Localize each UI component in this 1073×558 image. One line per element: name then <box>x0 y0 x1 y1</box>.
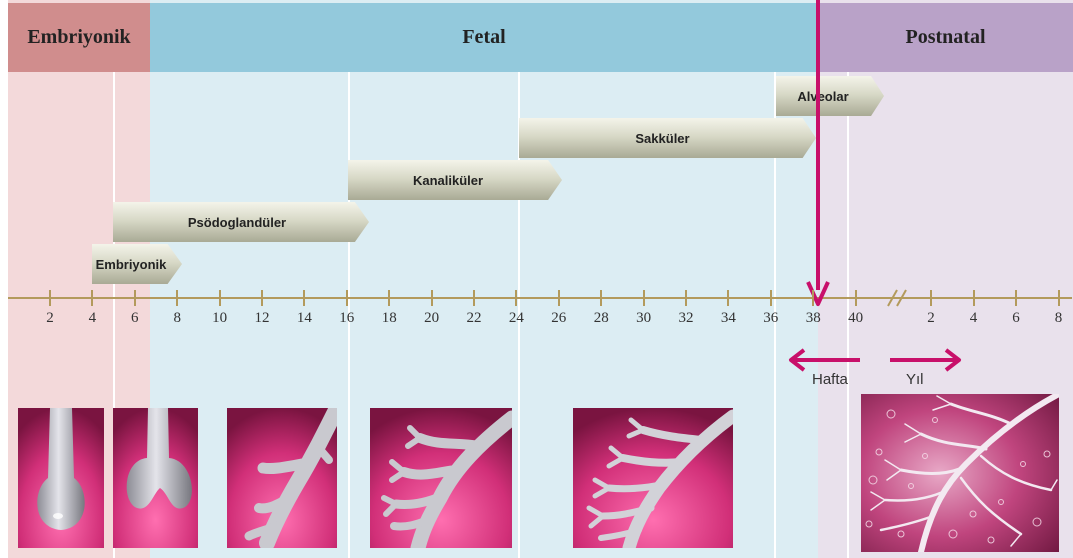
stage-kanalikuler: Kanaliküler <box>348 160 562 200</box>
axis-break-icon <box>884 286 912 310</box>
axis-tick-label: 40 <box>841 310 871 327</box>
axis-tick-label: 34 <box>713 310 743 327</box>
axis-tick <box>1058 290 1060 306</box>
stage-psodoglanduler: Psödoglandüler <box>113 202 369 242</box>
axis-tick-label: 2 <box>35 310 65 327</box>
fetal-period-header: Fetal <box>150 3 818 72</box>
axis-tick-label: 8 <box>1044 310 1073 327</box>
axis-tick-label: 16 <box>332 310 362 327</box>
stage-sakkuler: Sakküler <box>519 118 816 158</box>
embryonic-period-header: Embriyonik <box>8 3 150 72</box>
stage-embriyonik: Embriyonik <box>92 244 182 284</box>
stage-label: Embriyonik <box>96 257 167 272</box>
weeks-direction-arrow-icon <box>786 348 862 372</box>
axis-tick-label: 2 <box>916 310 946 327</box>
canalicular-branching-icon <box>370 408 512 548</box>
axis-tick-label: 28 <box>586 310 616 327</box>
stage-alveolar: Alveolar <box>776 76 884 116</box>
axis-tick <box>303 290 305 306</box>
axis-tick <box>431 290 433 306</box>
stage-label: Sakküler <box>635 131 689 146</box>
axis-tick-label: 20 <box>417 310 447 327</box>
axis-tick-label: 12 <box>247 310 277 327</box>
postnatal-period-label: Postnatal <box>906 26 986 49</box>
axis-tick <box>134 290 136 306</box>
birth-marker-arrow <box>806 0 830 312</box>
years-direction-arrow-icon <box>888 348 964 372</box>
axis-tick-label: 8 <box>162 310 192 327</box>
axis-tick <box>473 290 475 306</box>
axis-tick <box>812 290 814 306</box>
axis-tick <box>855 290 857 306</box>
axis-tick <box>600 290 602 306</box>
time-axis <box>8 297 1072 299</box>
axis-tick <box>91 290 93 306</box>
axis-tick-label: 14 <box>289 310 319 327</box>
axis-tick <box>770 290 772 306</box>
axis-tick-label: 18 <box>374 310 404 327</box>
axis-tick <box>346 290 348 306</box>
weeks-label: Hafta <box>812 371 848 388</box>
axis-tick-label: 24 <box>501 310 531 327</box>
pseudoglandular-branching-icon <box>227 408 337 548</box>
axis-tick-label: 22 <box>459 310 489 327</box>
axis-tick <box>388 290 390 306</box>
axis-tick <box>219 290 221 306</box>
axis-tick-label: 6 <box>120 310 150 327</box>
axis-tick <box>261 290 263 306</box>
lung-bifurcation-icon <box>113 408 198 548</box>
axis-tick-label: 10 <box>205 310 235 327</box>
lung-bud-icon <box>18 408 104 548</box>
axis-tick <box>49 290 51 306</box>
axis-tick-label: 38 <box>798 310 828 327</box>
axis-tick-label: 4 <box>959 310 989 327</box>
axis-tick <box>515 290 517 306</box>
stage-label: Kanaliküler <box>413 173 483 188</box>
axis-tick <box>973 290 975 306</box>
axis-tick-label: 4 <box>77 310 107 327</box>
axis-tick-label: 36 <box>756 310 786 327</box>
embryonic-period-label: Embriyonik <box>27 26 130 49</box>
stage-label: Psödoglandüler <box>188 215 286 230</box>
axis-tick <box>643 290 645 306</box>
years-label: Yıl <box>906 371 924 388</box>
axis-tick <box>1015 290 1017 306</box>
axis-tick <box>176 290 178 306</box>
fetal-period-label: Fetal <box>462 26 505 49</box>
axis-tick <box>727 290 729 306</box>
axis-tick <box>685 290 687 306</box>
axis-tick-label: 30 <box>629 310 659 327</box>
axis-tick-label: 32 <box>671 310 701 327</box>
saccular-branching-icon <box>573 408 733 548</box>
axis-tick-label: 6 <box>1001 310 1031 327</box>
axis-tick <box>558 290 560 306</box>
axis-tick-label: 26 <box>544 310 574 327</box>
axis-tick <box>930 290 932 306</box>
alveolar-tree-icon <box>861 394 1059 552</box>
postnatal-period-header: Postnatal <box>818 3 1073 72</box>
